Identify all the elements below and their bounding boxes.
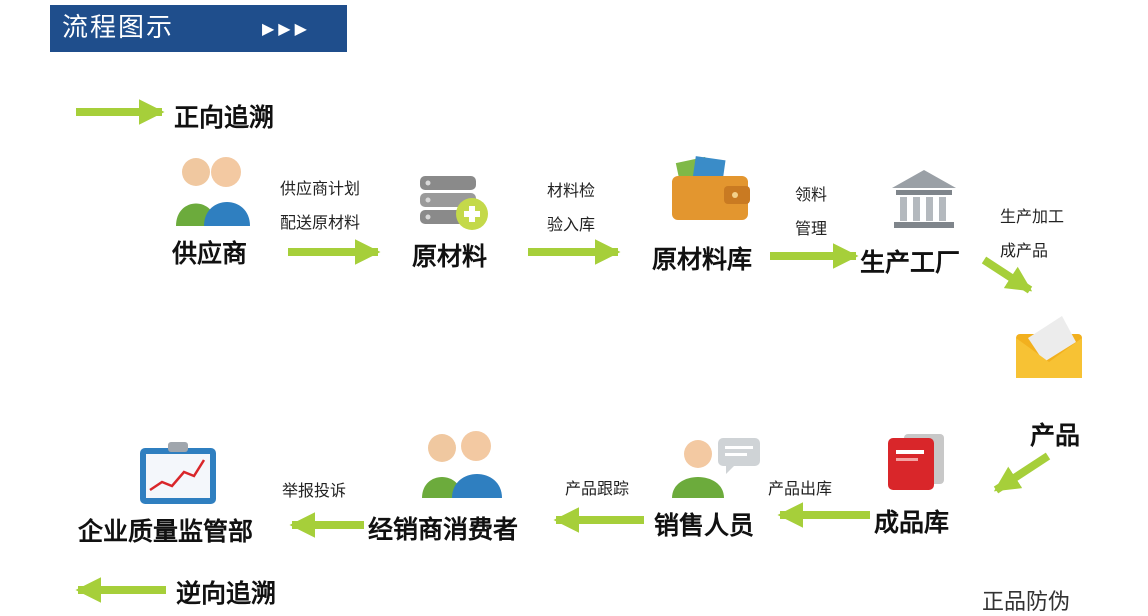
bank-icon	[892, 170, 956, 228]
legend-reverse-label: 逆向追溯	[176, 579, 277, 608]
envelope-icon	[1016, 316, 1082, 378]
title-arrows: ▶▶▶	[262, 19, 311, 38]
edge-label-line: 生产加工	[1000, 207, 1065, 226]
edge-label-factory-product: 生产加工 成产品	[1000, 200, 1064, 268]
legend-forward-label: 正向追溯	[174, 103, 275, 132]
user-chat-icon	[672, 438, 760, 498]
edge-label-line: 验入库	[547, 215, 596, 234]
node-dealer-consumer: 经销商消费者	[368, 515, 519, 544]
chart-clipboard-icon	[140, 442, 216, 504]
edge-label-line: 成产品	[1000, 241, 1049, 260]
node-finished-warehouse: 成品库	[874, 508, 950, 537]
edge-label-warehouse-factory: 领料 管理	[795, 178, 827, 246]
edge-label-line: 材料检	[547, 181, 596, 200]
edge-label-line: 举报投诉	[282, 481, 347, 500]
page-title: 流程图示 ▶▶▶	[50, 5, 347, 52]
edge-label-raw-warehouse: 材料检 验入库	[547, 174, 595, 242]
title-text: 流程图示	[62, 13, 175, 43]
users-icon	[422, 431, 502, 498]
edge-label-line: 产品跟踪	[565, 479, 630, 498]
node-raw-warehouse: 原材料库	[652, 245, 753, 274]
node-raw-material: 原材料	[412, 242, 488, 271]
arrow-product-to-finished	[993, 452, 1051, 494]
edge-label-line: 管理	[795, 219, 828, 238]
edge-label-finished-sales: 产品出库	[768, 472, 832, 506]
node-product: 产品	[1030, 421, 1081, 450]
node-regulator: 企业质量监管部	[78, 517, 254, 546]
arrow-factory-to-product	[981, 256, 1033, 294]
node-supplier: 供应商	[172, 239, 248, 268]
edge-label-dealer-regulator: 举报投诉	[282, 474, 346, 508]
edge-label-line: 配送原材料	[280, 213, 361, 232]
node-sales: 销售人员	[654, 511, 755, 540]
red-box-icon	[888, 434, 944, 490]
edge-label-sales-dealer: 产品跟踪	[565, 472, 629, 506]
footer-label: 正品防伪	[982, 590, 1071, 615]
wallet-icon	[672, 156, 750, 220]
edge-label-line: 产品出库	[768, 479, 833, 498]
node-factory: 生产工厂	[860, 248, 961, 277]
edge-label-line: 领料	[795, 185, 828, 204]
users-icon	[176, 157, 250, 226]
edge-label-supplier-raw: 供应商计划 配送原材料	[280, 172, 360, 240]
edge-label-line: 供应商计划	[280, 179, 361, 198]
database-add-icon	[420, 176, 488, 230]
